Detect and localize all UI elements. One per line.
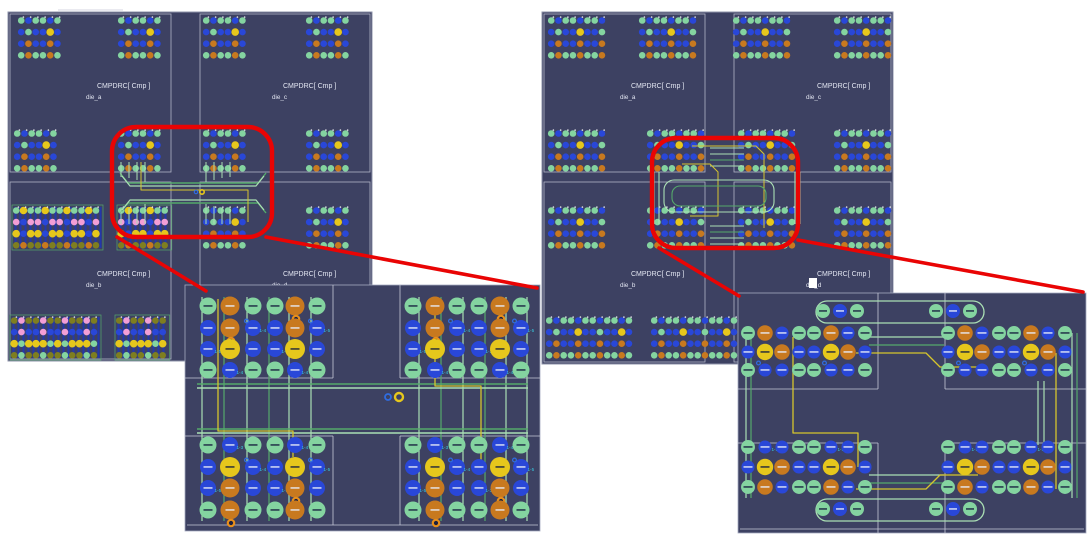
pad-cluster xyxy=(650,316,738,359)
callout-line-1 xyxy=(264,235,539,290)
pad-cluster xyxy=(13,129,57,172)
highlight-rect-left xyxy=(109,124,275,240)
svg-text:1-5: 1-5 xyxy=(215,488,222,493)
die-label-left-d: CMPDRC[ Cmp ] xyxy=(283,271,336,278)
svg-text:1-3: 1-3 xyxy=(237,445,244,450)
die-name-left-a: die_a xyxy=(86,94,102,101)
pad-cluster xyxy=(833,16,892,59)
callout-line-0 xyxy=(115,235,208,293)
pad-group: 1-3 xyxy=(1007,440,1072,495)
svg-text:1-4: 1-4 xyxy=(442,370,449,375)
callout-line-3 xyxy=(796,238,1085,294)
svg-text:1-4: 1-4 xyxy=(464,328,471,333)
svg-text:1-3: 1-3 xyxy=(282,488,289,493)
callout-line-2 xyxy=(657,246,741,298)
pad-cluster xyxy=(547,206,606,249)
pad-group xyxy=(1007,325,1072,377)
pad-group xyxy=(941,325,1006,377)
die-label-left-c: CMPDRC[ Cmp ] xyxy=(283,83,336,90)
zoom-inset-right: 1-3 1-3 1-3 1-3 xyxy=(737,292,1087,534)
pad-cluster xyxy=(833,129,892,172)
pad-cluster xyxy=(737,129,796,172)
die-label-right-c: CMPDRC[ Cmp ] xyxy=(817,83,870,90)
die-name-left-b: die_b xyxy=(86,282,102,289)
die-outline-die_a xyxy=(543,13,706,173)
die-label-left-b: CMPDRC[ Cmp ] xyxy=(97,271,150,278)
die-outline-die_a xyxy=(9,13,172,173)
pad-cluster xyxy=(17,16,61,59)
svg-text:1-4: 1-4 xyxy=(260,467,267,472)
svg-text:1-5: 1-5 xyxy=(528,328,535,333)
pad-cluster xyxy=(117,16,161,59)
red-annotations-layer xyxy=(109,124,1085,298)
pad-cluster xyxy=(202,16,246,59)
svg-text:1-3: 1-3 xyxy=(442,445,449,450)
die-label-right-d: CMPDRC[ Cmp ] xyxy=(817,271,870,278)
svg-text:1-5: 1-5 xyxy=(420,488,427,493)
pad-group xyxy=(807,325,872,377)
svg-text:1-5: 1-5 xyxy=(420,349,427,354)
cursor-marker-box xyxy=(809,278,817,288)
svg-text:1-5: 1-5 xyxy=(528,467,535,472)
svg-text:1-5: 1-5 xyxy=(324,467,331,472)
svg-text:1-3: 1-3 xyxy=(486,488,493,493)
pad-group xyxy=(741,325,806,377)
die-label-left-a: CMPDRC[ Cmp ] xyxy=(97,83,150,90)
highlight-rect-right xyxy=(649,135,801,251)
pad-group: 1-4 1-5 1-5 1-3 1-4 1-4 xyxy=(199,296,331,379)
svg-text:1-4: 1-4 xyxy=(237,370,244,375)
svg-text:1-4: 1-4 xyxy=(302,445,309,450)
svg-text:1-4: 1-4 xyxy=(507,445,514,450)
pad-group: 1-3 xyxy=(941,440,1006,495)
die-outline-die_c xyxy=(199,13,371,173)
pad-cluster xyxy=(9,314,102,361)
svg-text:1-4: 1-4 xyxy=(464,467,471,472)
die-label-right-b: CMPDRC[ Cmp ] xyxy=(631,271,684,278)
pad-group: 1-4 1-5 1-5 1-3 1-4 1-4 xyxy=(404,296,535,379)
svg-text:1-3: 1-3 xyxy=(282,349,289,354)
die-label-right-a: CMPDRC[ Cmp ] xyxy=(631,83,684,90)
pad-cluster xyxy=(737,206,796,249)
svg-text:1-3: 1-3 xyxy=(838,447,845,452)
pad-group: 1-3 1-4 1-4 1-5 1-5 1-3 xyxy=(404,436,535,528)
pad-cluster xyxy=(732,16,791,59)
pad-cluster xyxy=(638,16,697,59)
svg-text:1-5: 1-5 xyxy=(215,349,222,354)
pad-cluster xyxy=(547,129,606,172)
pad-group: 1-3 xyxy=(741,440,806,495)
svg-text:1-3: 1-3 xyxy=(972,447,979,452)
die-labels-layer: CMPDRC[ Cmp ] die_a CMPDRC[ Cmp ] die_c … xyxy=(86,83,870,289)
die-name-left-c: die_c xyxy=(272,94,287,101)
pad-cluster xyxy=(202,129,246,172)
svg-text:1-3: 1-3 xyxy=(486,349,493,354)
pad-cluster xyxy=(547,16,606,59)
svg-text:1-3: 1-3 xyxy=(1038,447,1045,452)
pad-cluster xyxy=(114,314,171,361)
pad-cluster xyxy=(305,206,349,249)
pad-cluster xyxy=(305,129,349,172)
pad-cluster xyxy=(11,204,104,251)
die-outline-die_b xyxy=(543,181,706,363)
pad-group: 1-3 xyxy=(807,440,872,495)
die-name-right-b: die_b xyxy=(620,282,636,289)
pad-group: 1-3 1-4 1-4 1-5 1-5 1-3 xyxy=(199,436,331,528)
svg-text:1-3: 1-3 xyxy=(772,447,779,452)
pad-cluster xyxy=(545,316,633,359)
svg-text:1-4: 1-4 xyxy=(507,370,514,375)
svg-text:1-5: 1-5 xyxy=(324,328,331,333)
svg-text:1-4: 1-4 xyxy=(302,370,309,375)
die-name-right-a: die_a xyxy=(620,94,636,101)
die-name-right-c: die_c xyxy=(806,94,821,101)
svg-text:1-4: 1-4 xyxy=(260,328,267,333)
pad-cluster xyxy=(305,16,349,59)
die-outline-die_c xyxy=(733,13,892,173)
